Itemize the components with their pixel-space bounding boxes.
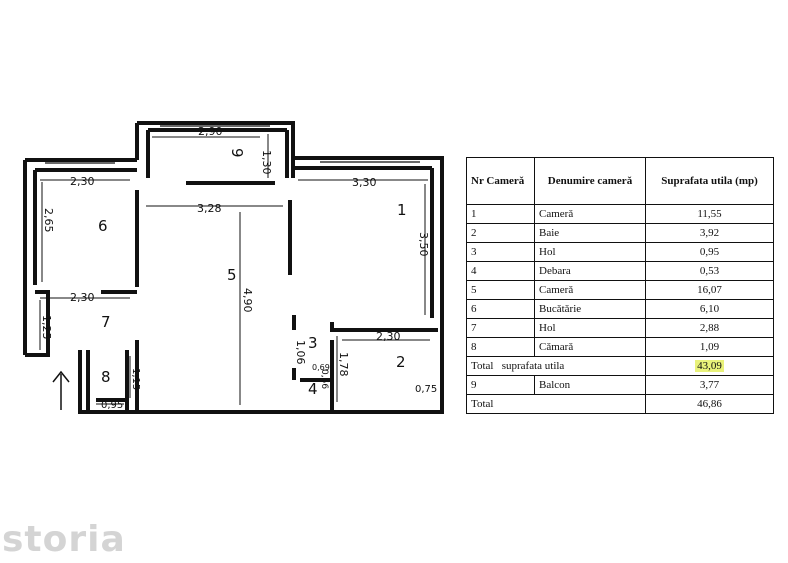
total-label: Total	[471, 360, 494, 372]
cell-nr: 6	[466, 299, 535, 319]
cell-total-util-area: 43,09	[645, 356, 774, 376]
dim-label: 4,90	[241, 288, 254, 313]
cell-nr: 2	[466, 223, 535, 243]
room-number: 9	[228, 148, 246, 158]
dim-label: 1,30	[260, 150, 273, 175]
cell-name: Cǎmarǎ	[534, 337, 646, 357]
cell-total-area: 46,86	[645, 394, 774, 414]
cell-area: 6,10	[645, 299, 774, 319]
dim-label: 0,95	[101, 400, 123, 411]
room-number: 4	[308, 380, 318, 398]
dim-label: 1,25	[40, 315, 53, 340]
room-number: 8	[101, 368, 111, 386]
total-util-row: Total suprafata utila 43,09	[466, 356, 774, 376]
cell-area: 0,53	[645, 261, 774, 281]
total-util-value: 43,09	[695, 360, 724, 372]
cell-total-label: Total	[466, 394, 646, 414]
header-area: Suprafata utila (mp)	[645, 157, 774, 205]
dim-label: 1,78	[337, 352, 350, 377]
entrance-arrow-icon	[52, 370, 70, 410]
dim-label: 1,06	[294, 340, 307, 365]
dim-label: 2,65	[42, 208, 55, 233]
dim-label: 3,30	[352, 176, 377, 189]
total-util-sublabel: suprafata utila	[501, 360, 565, 372]
dim-label: 1,15	[130, 368, 141, 390]
cell-area: 2,88	[645, 318, 774, 338]
cell-name: Camerǎ	[534, 204, 646, 224]
area-table: Nr Camerǎ Denumire camerǎ Suprafata util…	[466, 157, 774, 414]
dimension-lines	[39, 134, 430, 405]
cell-name: Bucǎtǎrie	[534, 299, 646, 319]
cell-nr: 7	[466, 318, 535, 338]
dim-label: 3,28	[197, 202, 222, 215]
cell-area: 3,77	[645, 375, 774, 395]
storia-watermark: storia	[2, 519, 126, 560]
header-name: Denumire camerǎ	[534, 157, 646, 205]
room-number: 1	[397, 201, 407, 219]
cell-nr: 1	[466, 204, 535, 224]
header-nr: Nr Camerǎ	[466, 157, 535, 205]
cell-nr: 5	[466, 280, 535, 300]
cell-name: Hol	[534, 318, 646, 338]
cell-nr: 4	[466, 261, 535, 281]
walls	[23, 121, 444, 414]
dim-label: 0,69	[312, 363, 330, 372]
cell-nr: 8	[466, 337, 535, 357]
cell-name: Hol	[534, 242, 646, 262]
dim-label: 2,90	[198, 125, 223, 138]
room-number: 5	[227, 266, 237, 284]
dim-label: 2,30	[70, 291, 95, 304]
room-number: 2	[396, 353, 406, 371]
floor-plan: 2,90 1,30 2,30 3,28 3,30 2,65 3,50 4,90 …	[23, 121, 444, 414]
room-number: 7	[101, 313, 111, 331]
cell-nr: 9	[466, 375, 535, 395]
cell-area: 1,09	[645, 337, 774, 357]
dim-label: 3,50	[417, 232, 430, 257]
dim-label: 2,30	[376, 330, 401, 343]
cell-area: 3,92	[645, 223, 774, 243]
cell-name: Balcon	[534, 375, 646, 395]
dim-label: 0,56	[319, 369, 329, 389]
room-number: 3	[308, 334, 318, 352]
windows	[45, 125, 420, 164]
dim-label: 0,75	[415, 384, 437, 395]
cell-name: Debara	[534, 261, 646, 281]
table-header-row: Nr Camerǎ Denumire camerǎ Suprafata util…	[466, 157, 774, 205]
cell-name: Camerǎ	[534, 280, 646, 300]
cell-area: 11,55	[645, 204, 774, 224]
cell-area: 0,95	[645, 242, 774, 262]
cell-name: Baie	[534, 223, 646, 243]
cell-nr: 3	[466, 242, 535, 262]
dim-label: 2,30	[70, 175, 95, 188]
room-number: 6	[98, 217, 108, 235]
cell-area: 16,07	[645, 280, 774, 300]
cell-total-util-label: Total suprafata utila	[466, 356, 646, 376]
